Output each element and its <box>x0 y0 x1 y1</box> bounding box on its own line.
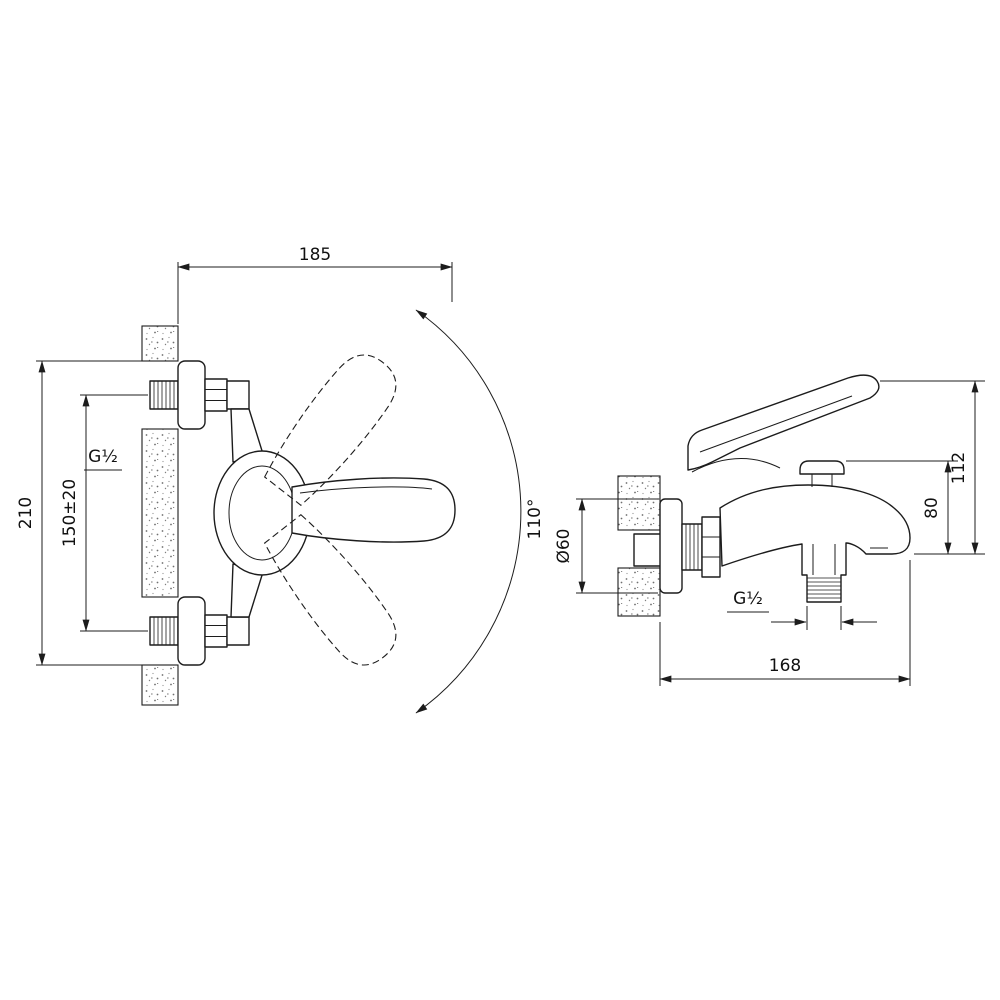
swing-arc <box>415 309 522 714</box>
mount-nut-top <box>204 378 228 412</box>
diverter-knob <box>799 460 845 487</box>
dim-depth-label: 168 <box>769 656 801 676</box>
dim-total-height-112: 112 <box>880 380 985 555</box>
mixer-body-side <box>719 484 911 603</box>
dim-width-185: 185 <box>177 245 453 324</box>
connection-nut-side <box>701 516 721 578</box>
cartridge-dome <box>691 458 781 473</box>
mount-nut-bottom <box>204 614 228 648</box>
side-view: Ø60 G½ 168 80 112 <box>554 374 985 686</box>
dim-height-label: 210 <box>16 497 36 529</box>
wall-segment <box>141 428 179 598</box>
shower-outlet-thread <box>807 544 841 599</box>
handle-side <box>687 374 880 471</box>
inlet-thread-callout: G½ <box>84 447 122 471</box>
dim-escutcheon-60: Ø60 <box>554 498 658 594</box>
dim-spout-height-label: 80 <box>922 497 942 519</box>
front-inlet-thread-bottom <box>149 616 179 646</box>
dim-width-label: 185 <box>299 245 331 265</box>
dim-depth-168: 168 <box>659 560 911 686</box>
front-view: 110° 185 210 150±20 G½ <box>16 245 545 714</box>
dim-height-210: 210 <box>16 360 176 666</box>
wall-segment <box>141 664 179 706</box>
body-inlet-bottom <box>226 616 250 646</box>
dim-total-height-label: 112 <box>949 452 969 484</box>
body-inlet-top <box>226 380 250 410</box>
wall-segment <box>141 325 179 362</box>
dim-swing-angle-label: 110° <box>525 499 545 540</box>
escutcheon-bottom <box>177 596 206 666</box>
side-wall-section <box>617 475 661 617</box>
wall-segment <box>617 475 661 531</box>
front-inlet-thread-top <box>149 380 179 410</box>
nipple-thread <box>681 523 703 571</box>
outlet-thread-label: G½ <box>733 589 763 609</box>
escutcheon-side <box>659 498 683 594</box>
dim-escutcheon-label: Ø60 <box>554 528 574 563</box>
wall-segment <box>617 567 661 617</box>
dim-spout-height-80: 80 <box>846 460 985 555</box>
outlet-thread-callout: G½ <box>727 589 877 630</box>
dim-mount-spacing-150: 150±20 <box>60 394 148 632</box>
escutcheon-top <box>177 360 206 430</box>
inlet-thread-label: G½ <box>88 447 118 467</box>
dim-mount-spacing-label: 150±20 <box>60 479 80 547</box>
